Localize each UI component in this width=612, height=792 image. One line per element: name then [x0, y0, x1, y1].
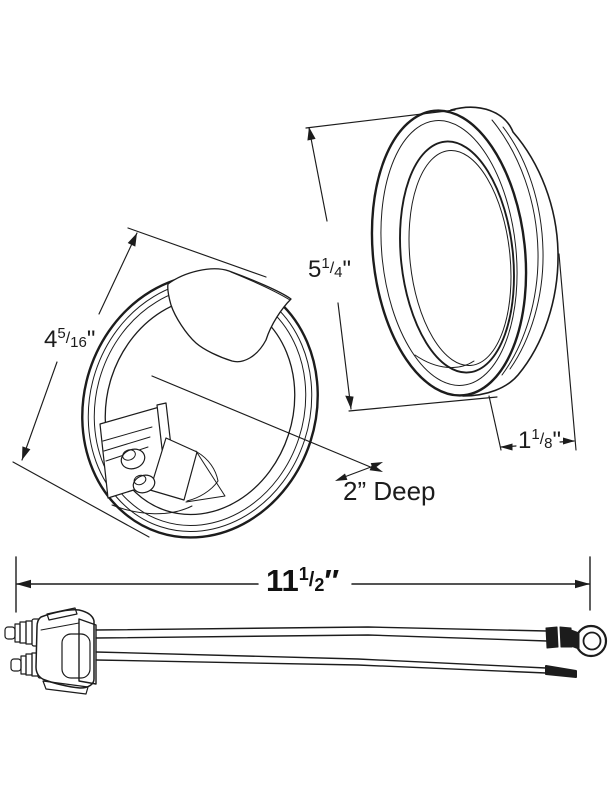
visor-crease	[230, 271, 291, 301]
dim-grommet-diameter: 51/4"	[305, 109, 498, 412]
grommet-drawing	[370, 106, 559, 397]
reflector-cone-line	[185, 450, 226, 503]
socket-stud-hole	[122, 449, 136, 461]
arrowhead-left	[500, 443, 513, 451]
arrowhead-down	[345, 395, 354, 409]
extension-line-top	[127, 227, 267, 278]
grommet-front-ring-outer	[370, 109, 528, 397]
depth-leader-line	[151, 375, 381, 472]
socket-stud	[132, 474, 156, 494]
ring-terminal-hole	[582, 631, 602, 651]
socket-stud-hole	[133, 474, 147, 486]
grommet-diameter-label: 51/4"	[308, 255, 351, 283]
terminal-tip	[4, 626, 16, 640]
arrowhead-right	[563, 437, 575, 445]
dimension-line	[337, 302, 352, 410]
connector-mold-line	[40, 622, 80, 631]
dimension-line	[308, 127, 328, 222]
grommet-inner-wall-arc	[414, 354, 475, 369]
dim-lamp-depth: 2” Deep	[151, 375, 436, 506]
arrowhead-up-right	[370, 462, 383, 470]
lamp-drawing	[81, 268, 319, 539]
dim-pigtail-length: 111/2″	[15, 556, 591, 613]
lamp-diameter-label: 45/16"	[44, 325, 95, 353]
terminal-rib	[20, 655, 27, 675]
crimp-band	[559, 626, 573, 648]
wire-top	[95, 634, 548, 642]
grommet-depth-label: 11/8"	[518, 426, 561, 454]
lamp-mount-visor	[167, 268, 292, 363]
dim-grommet-depth: 11/8"	[488, 253, 577, 454]
harness-length-label: 111/2″	[266, 563, 339, 598]
arrowhead-down-left	[335, 473, 348, 481]
arrowhead-right	[575, 579, 590, 589]
connector-opening	[61, 633, 91, 679]
terminal-rib	[25, 653, 33, 676]
terminal-rib	[25, 620, 33, 645]
pigtail-drawing	[4, 607, 608, 695]
grommet-opening-inner	[408, 149, 512, 367]
terminal-tip	[10, 658, 22, 672]
reflector-bowl-arc	[111, 504, 193, 515]
arrowhead-left	[16, 579, 31, 589]
ring-terminal	[574, 624, 608, 658]
wire-bottom	[95, 651, 547, 669]
terminal-rib	[19, 621, 27, 644]
extension-line-bottom	[348, 396, 498, 412]
arrowhead-down	[22, 446, 31, 460]
connector-collar	[78, 618, 97, 685]
dimension-line	[98, 232, 138, 315]
grommet-opening-lip	[399, 140, 515, 374]
grommet-body-outline	[450, 106, 559, 397]
extension-line-right	[558, 253, 577, 451]
socket-fin	[102, 426, 153, 442]
extension-line-bottom	[12, 461, 150, 538]
socket-fin	[103, 436, 151, 452]
crimp-band	[545, 626, 559, 649]
bare-wire-tip	[545, 665, 577, 678]
reflector-curve	[186, 451, 219, 502]
arrowhead-up	[307, 127, 316, 141]
lamp-depth-label: 2” Deep	[343, 476, 436, 506]
socket-plate	[149, 437, 198, 501]
extension-line-left	[488, 395, 502, 451]
dim-lamp-diameter: 45/16"	[12, 227, 267, 538]
grommet-front-ring-inner	[380, 120, 518, 386]
terminal-rib	[14, 623, 21, 643]
dimension-line	[21, 361, 58, 461]
wire-bottom	[95, 659, 547, 674]
extension-line-top	[305, 109, 456, 129]
grommet-groove-arc	[502, 126, 544, 370]
arrowhead-up	[127, 233, 137, 247]
wire-top	[95, 626, 548, 632]
grommet-groove-arc	[491, 119, 539, 376]
connector-top-tab	[46, 607, 78, 621]
connector-bottom-skirt	[42, 680, 89, 695]
